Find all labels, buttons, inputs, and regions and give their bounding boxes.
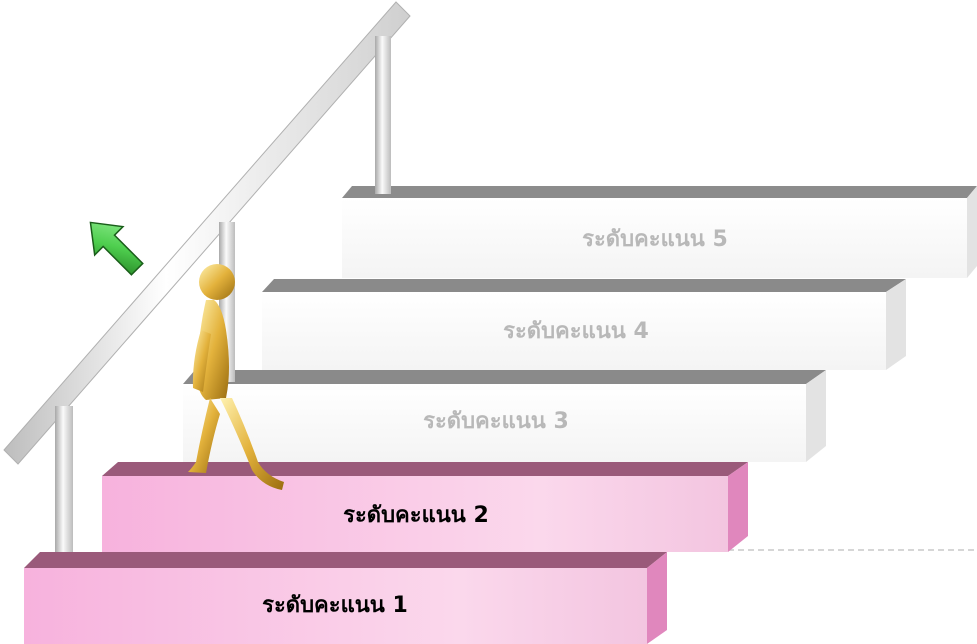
step-3-side xyxy=(806,370,826,462)
step-1-top xyxy=(24,552,667,568)
step-3-top xyxy=(183,370,826,384)
step-4-side xyxy=(886,279,906,370)
step-4-top xyxy=(262,279,906,292)
step-5-top xyxy=(342,186,977,198)
step-4-face xyxy=(262,292,886,370)
step-3-label: ระดับคะแนน 3 xyxy=(423,409,569,434)
step-4: ระดับคะแนน 4 xyxy=(262,279,906,370)
step-1: ระดับคะแนน 1 xyxy=(24,552,667,644)
step-3-face xyxy=(183,384,806,462)
step-3: ระดับคะแนน 3 xyxy=(183,370,826,462)
railing-post-bottom xyxy=(55,406,73,566)
step-4-label: ระดับคะแนน 4 xyxy=(503,319,649,344)
step-5-side xyxy=(967,186,977,278)
railing xyxy=(3,1,411,566)
step-2-side xyxy=(728,462,748,552)
railing-post-top xyxy=(375,36,391,194)
step-1-label: ระดับคะแนน 1 xyxy=(262,593,408,618)
step-2: ระดับคะแนน 2 xyxy=(102,462,748,552)
step-5: ระดับคะแนน 5 xyxy=(342,186,977,278)
up-right-arrow-icon xyxy=(89,221,144,276)
step-5-face xyxy=(342,198,967,278)
walking-figure-icon xyxy=(188,264,284,490)
handrail xyxy=(3,1,411,465)
step-5-label: ระดับคะแนน 5 xyxy=(582,227,728,252)
step-2-label: ระดับคะแนน 2 xyxy=(343,503,489,528)
step-2-face xyxy=(102,476,728,552)
step-1-face xyxy=(24,568,647,644)
step-1-side xyxy=(647,552,667,644)
